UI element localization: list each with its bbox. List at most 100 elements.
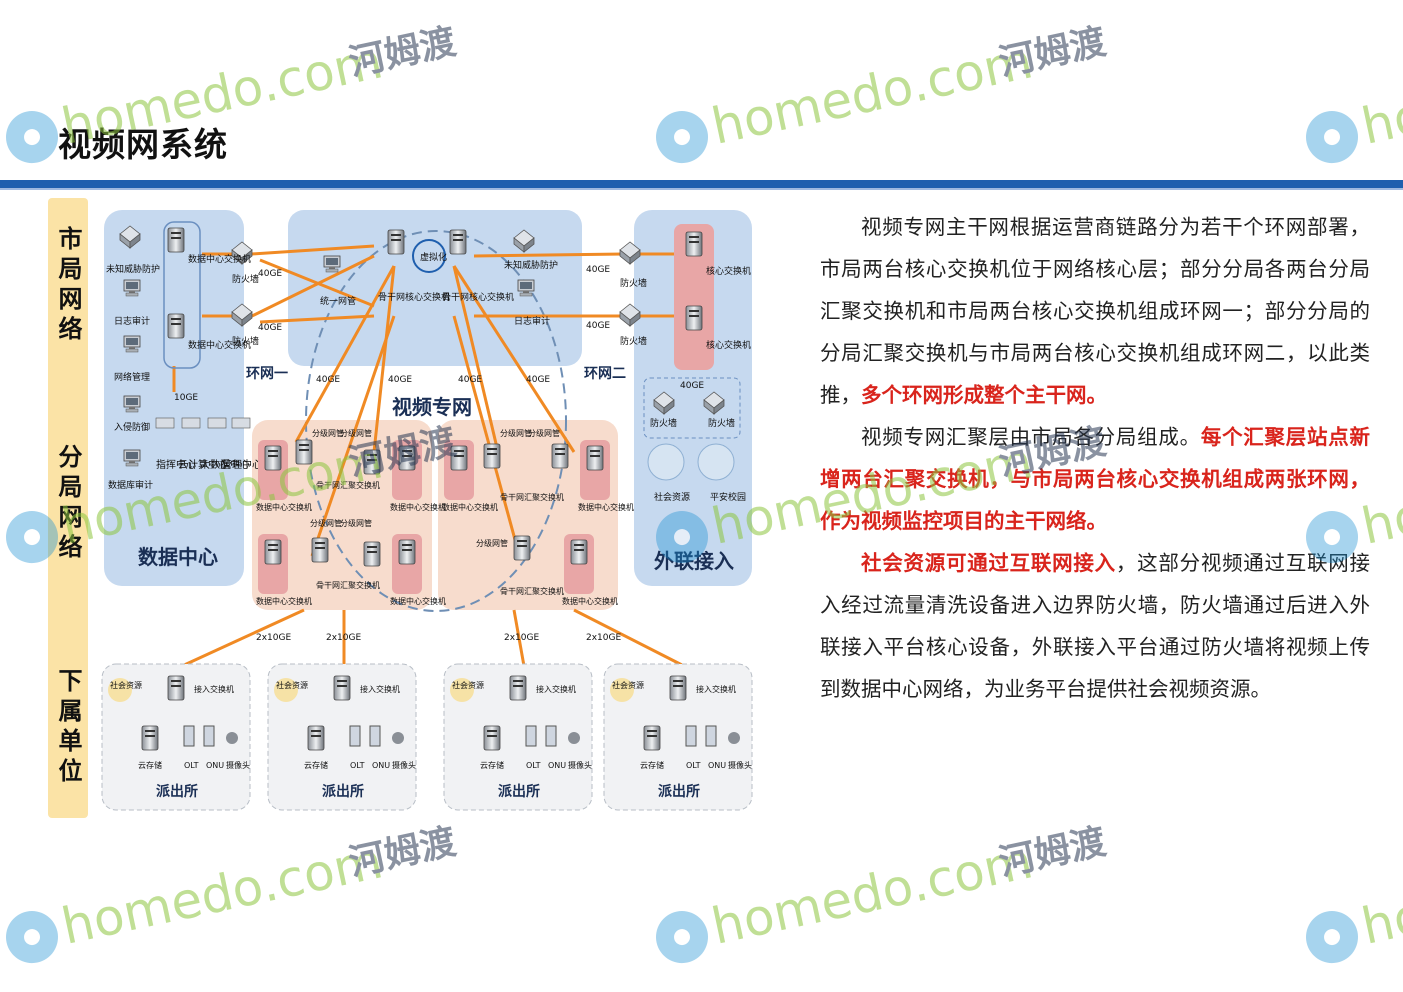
network-diagram: 未知威胁防护 日志审计 网络管理 入侵防御 数据库审计 数据中心交换机 数据中心… xyxy=(48,198,753,818)
dc-intrusion-label: 入侵防御 xyxy=(114,421,150,433)
title-divider xyxy=(0,180,1403,188)
watermark-8: homedo.com 河姆渡 xyxy=(656,821,1110,964)
branch-dc-label-7: 数据中心交换机 xyxy=(562,596,618,606)
ext-campus-label: 平安校园 xyxy=(710,491,746,503)
branch-dc-label-2: 数据中心交换机 xyxy=(390,502,446,512)
branch-mgmt-label-5: 分级网管 xyxy=(310,518,342,528)
unit1-onu: ONU xyxy=(206,761,224,770)
branch-mgmt-label-7: 分级网管 xyxy=(476,538,508,548)
bb-link-40ge-4: 40GE xyxy=(526,375,550,385)
level-sub: 下属单位 xyxy=(54,668,82,788)
dc-firewall-label-2: 防火墙 xyxy=(232,335,259,347)
dc-center-2: 云计算中心 xyxy=(178,458,228,471)
unit3-olt: OLT xyxy=(526,761,541,770)
unit2-label: 派出所 xyxy=(322,783,364,800)
unit-box-1: 社会资源 接入交换机 云存储 OLT ONU 摄像头 派出所 xyxy=(101,663,251,811)
paragraph-2: 视频专网汇聚层由市局各分局组成。每个汇聚层站点新增两台汇聚交换机，与市局两台核心… xyxy=(820,425,1371,533)
ext-link-40ge-2: 40GE xyxy=(586,321,610,331)
unit4-storage: 云存储 xyxy=(640,760,664,770)
ext-core-label-1: 核心交换机 xyxy=(706,265,751,277)
branch-agg-label-3: 骨干网汇聚交换机 xyxy=(500,492,564,502)
unit3-access: 接入交换机 xyxy=(536,684,576,694)
watermark-3: homedo.com xyxy=(1306,31,1403,164)
unit-box-3: 社会资源 接入交换机 云存储 OLT ONU 摄像头 派出所 xyxy=(443,663,593,811)
dc-firewall-label-1: 防火墙 xyxy=(232,273,259,285)
unit1-label: 派出所 xyxy=(156,783,198,800)
bb-log-label: 日志审计 xyxy=(514,315,550,327)
unit1-camera: 摄像头 xyxy=(226,760,250,770)
dc-center-4: 管理中心 xyxy=(222,458,262,471)
data-center-title: 数据中心 xyxy=(138,545,218,569)
uplink-label-3: 2x10GE xyxy=(504,633,539,643)
svg-text:homedo.com: homedo.com xyxy=(707,831,1038,955)
watermark-2: homedo.com 河姆渡 xyxy=(656,21,1110,164)
dc-switch-label-1: 数据中心交换机 xyxy=(188,253,251,265)
paragraph-1: 视频专网主干网根据运营商链路分为若干个环网部署，市局两台核心交换机位于网络核心层… xyxy=(820,215,1370,407)
branch-mgmt-label-1: 分级网管 xyxy=(312,428,344,438)
data-center-zone xyxy=(104,210,244,586)
branch-zone-left xyxy=(252,420,432,610)
ext-firewall-label-4: 防火墙 xyxy=(708,417,735,429)
dc-threat-label: 未知威胁防护 xyxy=(106,263,160,275)
unit1-storage: 云存储 xyxy=(138,760,162,770)
unit3-storage: 云存储 xyxy=(480,760,504,770)
unit4-label: 派出所 xyxy=(658,783,700,800)
video-network-ring xyxy=(305,230,567,612)
level-bar xyxy=(48,198,88,818)
dc-switch-label-2: 数据中心交换机 xyxy=(188,339,251,351)
ext-link-40ge-3: 40GE xyxy=(680,381,704,391)
unit3-label: 派出所 xyxy=(498,783,540,800)
unit1-social: 社会资源 xyxy=(110,680,142,690)
branch-dc-label-3: 数据中心交换机 xyxy=(442,502,498,512)
bb-core-switch-label-1: 骨干网核心交换机 xyxy=(378,291,450,303)
branch-mgmt-label-2: 分级网管 xyxy=(340,428,372,438)
branch-mgmt-label-6: 分级网管 xyxy=(340,518,372,528)
unit3-social: 社会资源 xyxy=(452,680,484,690)
svg-text:homedo.com: homedo.com xyxy=(57,831,388,955)
branch-mgmt-label-4: 分级网管 xyxy=(528,428,560,438)
branch-agg-label-2: 骨干网汇聚交换机 xyxy=(316,580,380,590)
dc-log-label: 日志审计 xyxy=(114,315,150,327)
ext-link-40ge-1: 40GE xyxy=(586,265,610,275)
branch-dc-label-1: 数据中心交换机 xyxy=(256,502,312,512)
bb-link-40ge-3: 40GE xyxy=(458,375,482,385)
dc-dbaudit-label: 数据库审计 xyxy=(108,479,153,491)
branch-dc-label-6: 数据中心交换机 xyxy=(390,596,446,606)
unit4-onu: ONU xyxy=(708,761,726,770)
bb-mgmt-label: 统一网管 xyxy=(320,295,356,307)
title-divider-shadow xyxy=(0,188,1403,190)
ring-1-label: 环网一 xyxy=(246,366,288,382)
paragraph-3: 社会资源可通过互联网接入，这部分视频通过互联网接入经过流量清洗设备进入边界防火墙… xyxy=(820,551,1371,701)
ext-core-label-2: 核心交换机 xyxy=(706,339,751,351)
watermark-7: homedo.com 河姆渡 xyxy=(6,821,460,964)
dc-center-1: 指挥中心 xyxy=(156,458,196,471)
unit2-storage: 云存储 xyxy=(304,760,328,770)
unit2-camera: 摄像头 xyxy=(392,760,416,770)
branch-dc-label-5: 数据中心交换机 xyxy=(256,596,312,606)
uplink-label-2: 2x10GE xyxy=(326,633,361,643)
dc-link-40ge-2: 40GE xyxy=(258,323,282,333)
unit-box-2: 社会资源 接入交换机 云存储 OLT ONU 摄像头 派出所 xyxy=(267,663,417,811)
unit2-onu: ONU xyxy=(372,761,390,770)
uplink-label-1: 2x10GE xyxy=(256,633,291,643)
bb-link-40ge-2: 40GE xyxy=(388,375,412,385)
svg-text:河姆渡: 河姆渡 xyxy=(995,21,1109,84)
unit1-access: 接入交换机 xyxy=(194,684,234,694)
level-branch: 分局网络 xyxy=(54,444,82,564)
dc-link-40ge-1: 40GE xyxy=(258,269,282,279)
ring-2-label: 环网二 xyxy=(584,366,626,382)
external-access-title: 外联接入 xyxy=(654,549,734,573)
uplink-label-4: 2x10GE xyxy=(586,633,621,643)
page-title: 视频网系统 xyxy=(58,125,228,164)
svg-text:河姆渡: 河姆渡 xyxy=(995,821,1109,884)
ext-firewall-label-2: 防火墙 xyxy=(620,335,647,347)
bb-threat-label: 未知威胁防护 xyxy=(504,259,558,271)
dc-center-3: 大数据中心 xyxy=(200,458,250,471)
description-text: 视频专网主干网根据运营商链路分为若干个环网部署，市局两台核心交换机位于网络核心层… xyxy=(820,206,1370,710)
ext-firewall-label-1: 防火墙 xyxy=(620,277,647,289)
watermark-9: homedo.com xyxy=(1306,831,1403,964)
bb-virtual-label: 虚拟化 xyxy=(420,251,447,263)
dc-link-10ge: 10GE xyxy=(174,393,198,403)
unit3-onu: ONU xyxy=(548,761,566,770)
svg-text:河姆渡: 河姆渡 xyxy=(345,21,459,84)
